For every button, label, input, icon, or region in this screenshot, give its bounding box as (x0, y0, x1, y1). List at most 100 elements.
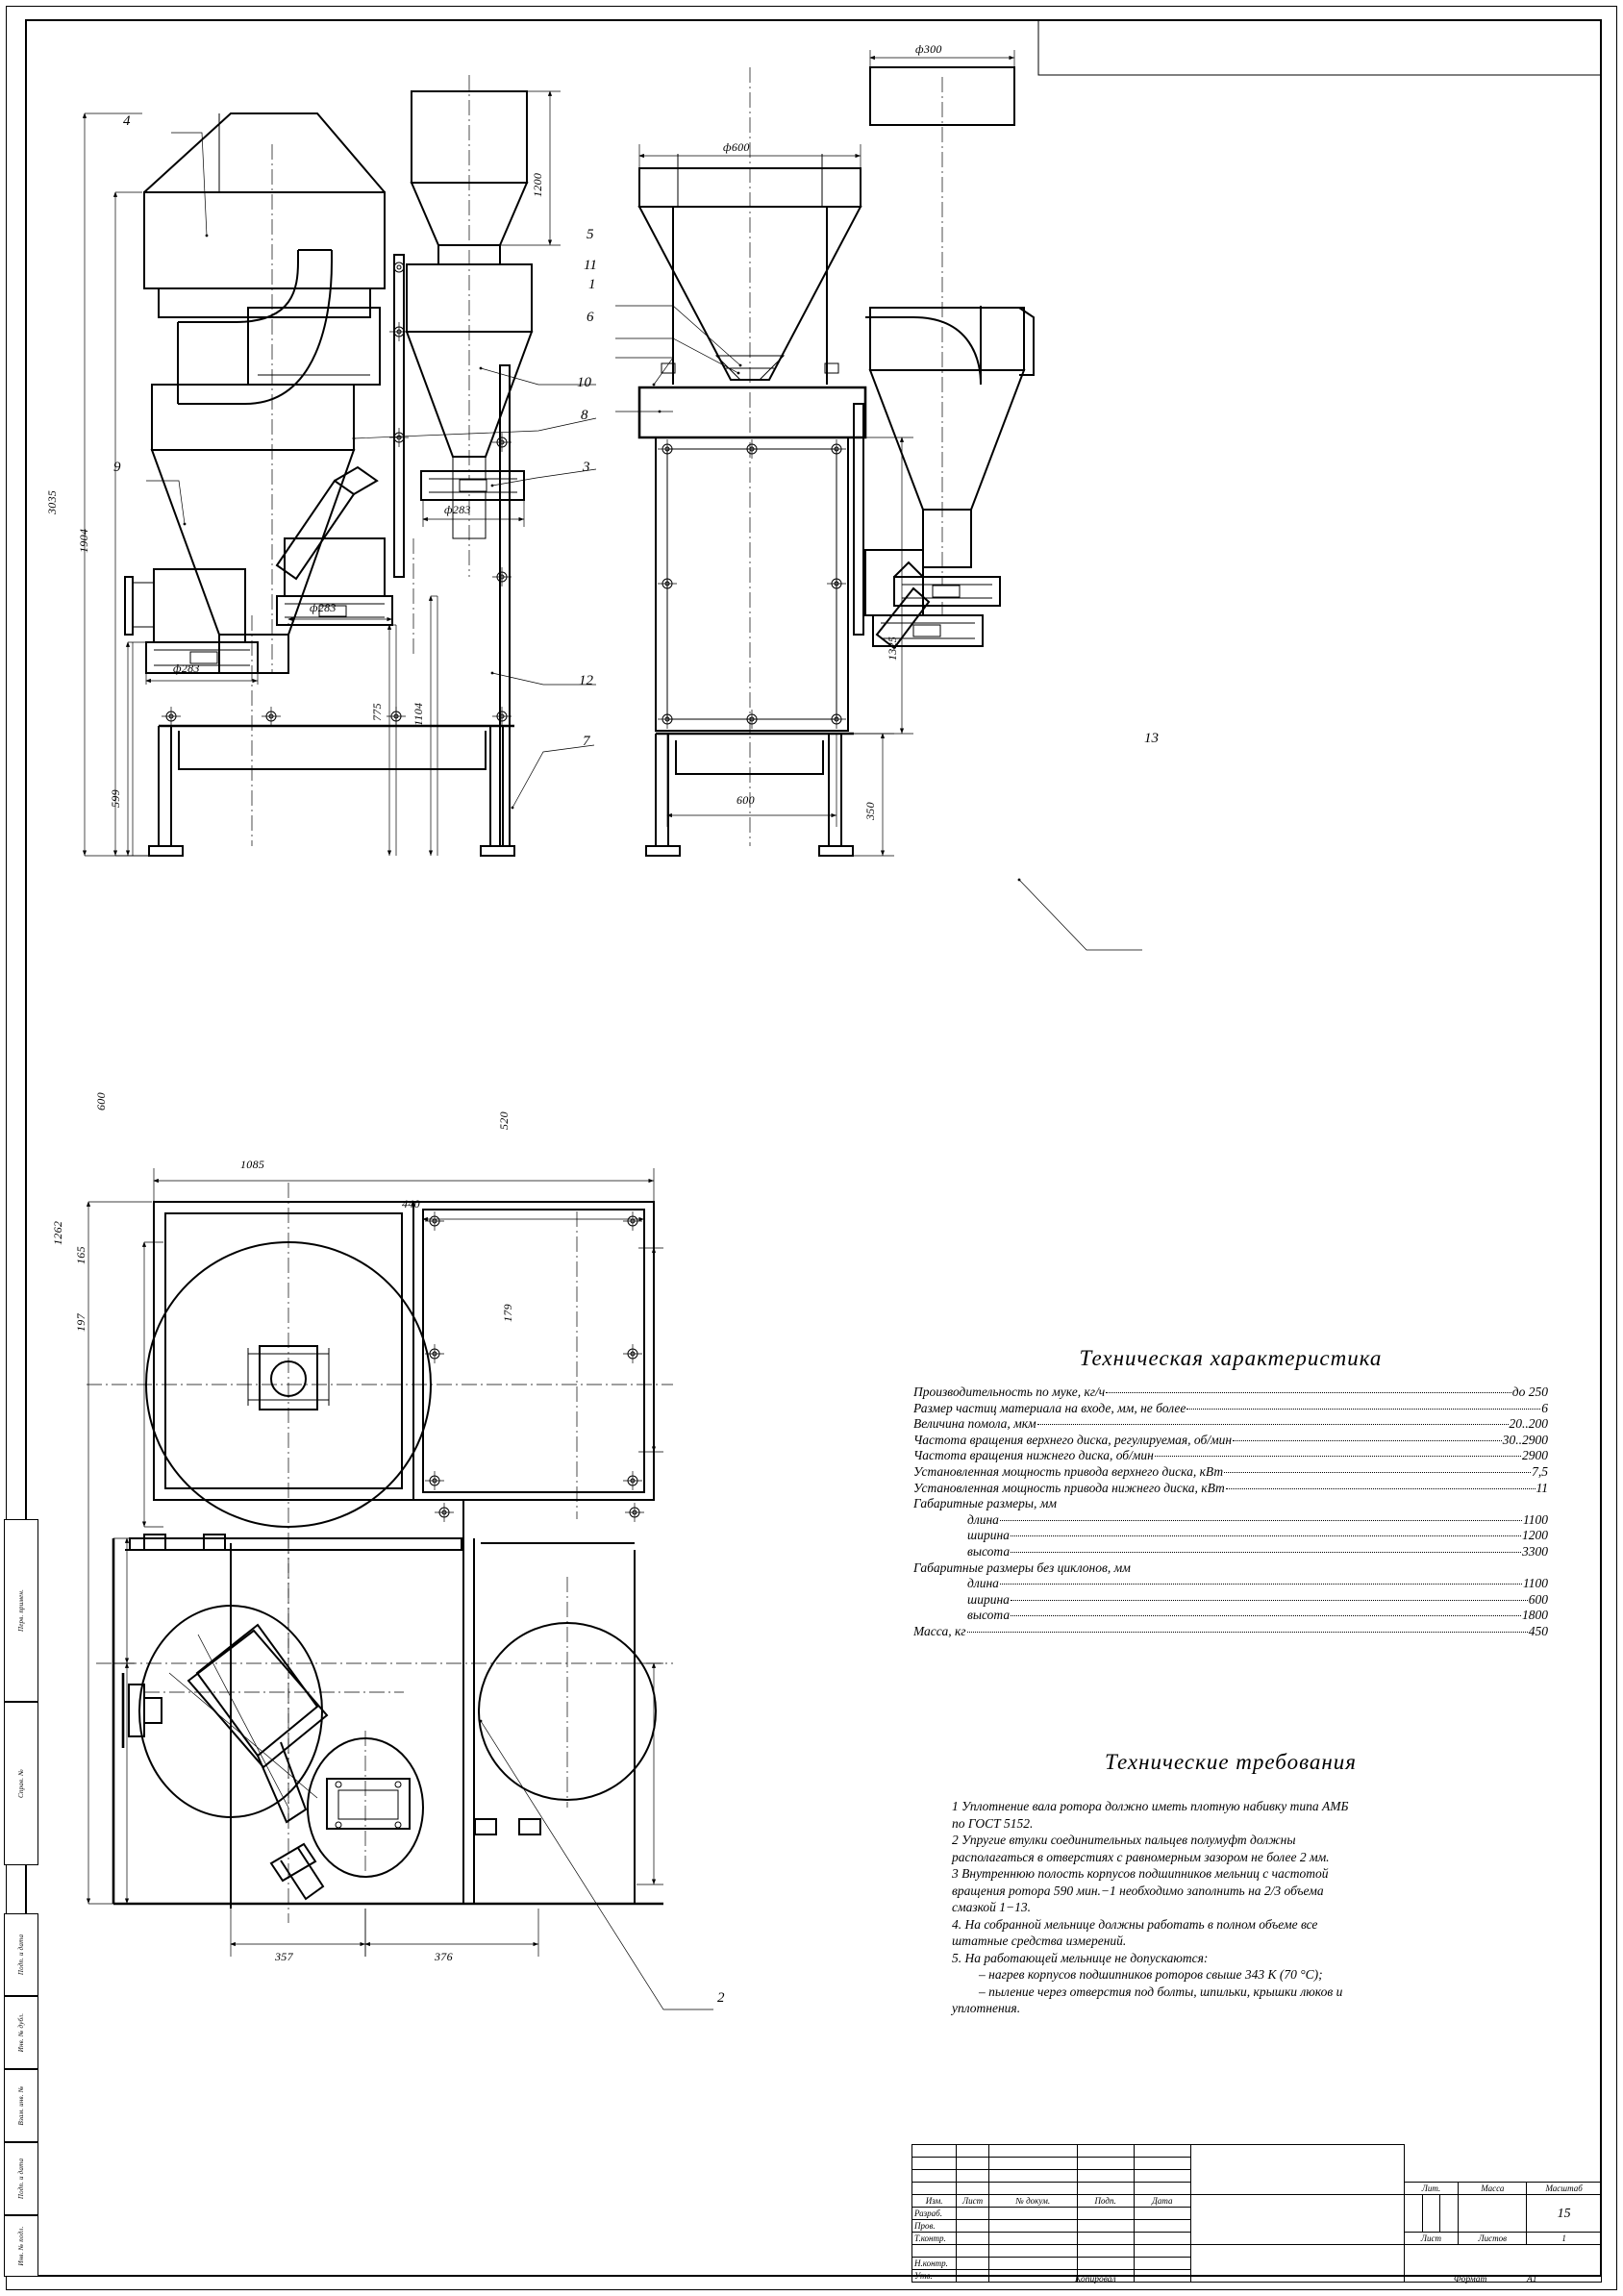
spec-label: высота (967, 1543, 1011, 1559)
spec-value: 2900 (1522, 1448, 1548, 1463)
spec-label: Масса, кг (913, 1623, 966, 1638)
tb-role-utv: Утв. (911, 2269, 958, 2283)
callout-front-4: 4 (123, 113, 131, 129)
side-box-perv-primen: Перв. примен. (4, 1519, 38, 1702)
spec-row: Масса, кг 450 (913, 1624, 1548, 1640)
front-elevation-view (82, 75, 597, 857)
spec-label: Производительность по муке, кг/ч (913, 1385, 1106, 1399)
tb-role-tkontr: Т.контр. (911, 2232, 958, 2245)
tb-product-name (1189, 2194, 1405, 2245)
side-box-sprav: Справ. № (4, 1702, 38, 1865)
spec-value: 6 (1541, 1400, 1548, 1415)
spec-value: 450 (1528, 1623, 1548, 1638)
spec-row: Установленная мощность привода верхнего … (913, 1464, 1548, 1481)
spec-dot-leader (966, 1623, 1528, 1633)
callout-side-13: 13 (1144, 731, 1159, 746)
requirement-line: 4. На собранной мельнице должны работать… (952, 1916, 1318, 1932)
tb-header-lit: Лит. (1403, 2182, 1460, 2195)
spec-value: 7,5 (1532, 1463, 1548, 1479)
tech-requirements-list: 1 Уплотнение вала ротора должно иметь пл… (913, 1788, 1548, 2017)
spec-dot-leader (999, 1575, 1522, 1585)
tb-company (1189, 2244, 1405, 2283)
dim-plan-520: 520 (497, 1111, 511, 1130)
tb-header-izm: Изм. (911, 2194, 958, 2208)
spec-value: 20..200 (1509, 1416, 1549, 1432)
spec-row: Габаритные размеры, мм (913, 1496, 1548, 1512)
spec-dot-leader (1106, 1384, 1511, 1393)
spec-label: длина (967, 1576, 999, 1591)
dim-plan-357: 357 (275, 1950, 293, 1963)
spec-label: ширина (967, 1528, 1010, 1543)
spec-label: Габаритные размеры без циклонов, мм (913, 1560, 1131, 1575)
tb-role-razrab: Разраб. (911, 2207, 958, 2220)
tb-extra (1403, 2244, 1603, 2283)
spec-dot-leader (999, 1511, 1522, 1521)
requirement-line: 2 Упругие втулки соединительных пальцев … (952, 1833, 1296, 1847)
spec-dot-leader (1225, 1480, 1536, 1489)
spec-dot-leader (1036, 1415, 1509, 1426)
callout-plan-2: 2 (717, 1990, 725, 2006)
tb-header-podp: Подп. (1076, 2194, 1135, 2208)
spec-row: Габаритные размеры без циклонов, мм (913, 1560, 1548, 1577)
requirement-line: – пыление через отверстия под болты, шпи… (979, 1984, 1343, 1999)
tb-role-nkontr: Н.контр. (911, 2257, 958, 2270)
spec-label: Частота вращения верхнего диска, регулир… (913, 1432, 1233, 1447)
sheet-inner-border (25, 19, 1602, 2277)
dim-side-350: 350 (863, 802, 877, 820)
spec-value: 600 (1528, 1591, 1548, 1607)
spec-value: 1100 (1523, 1511, 1548, 1527)
requirement-line: 1 Уплотнение вала ротора должно иметь пл… (952, 1799, 1349, 1813)
requirement-line: уплотнения. (952, 2001, 1021, 2015)
spec-dot-leader (1010, 1527, 1521, 1537)
footer-format-value: A1 (1527, 2275, 1537, 2284)
dim-front-1200: 1200 (531, 172, 544, 197)
callout-side-6: 6 (587, 310, 594, 325)
spec-label: Размер частиц материала на входе, мм, не… (913, 1400, 1186, 1415)
tb-sheet-label: Лист (1403, 2232, 1460, 2245)
dim-plan-440: 440 (402, 1197, 420, 1210)
tb-role-prov: Пров. (911, 2219, 958, 2233)
dim-plan-197: 197 (74, 1313, 87, 1332)
tb-header-list: Лист (956, 2194, 989, 2208)
tech-requirements-block: Технические требования 1 Уплотнение вала… (913, 1750, 1548, 2017)
footer-copied-label: Копировал (1075, 2275, 1116, 2284)
side-box-inv-podl: Инв. № подл. (4, 2215, 38, 2277)
spec-row: ширина 1200 (913, 1528, 1548, 1544)
spec-value: 30..2900 (1502, 1432, 1548, 1447)
callout-side-11: 11 (584, 258, 597, 273)
requirement-line: вращения ротора 590 мин.−1 необходимо за… (952, 1883, 1324, 1898)
tb-lit-cells (1403, 2194, 1460, 2233)
spec-dot-leader (1058, 1496, 1547, 1505)
tb-header-masshtab: Масштаб (1526, 2182, 1602, 2195)
dim-front-1904: 1904 (77, 528, 90, 553)
side-elevation-view (615, 50, 1142, 951)
requirement-line: 3 Внутреннюю полость корпусов подшипнико… (952, 1866, 1329, 1881)
dim-plan-165: 165 (74, 1246, 87, 1264)
requirement-line: по ГОСТ 5152. (952, 1815, 1034, 1831)
tb-header-data: Дата (1133, 2194, 1191, 2208)
tb-sheets-value: 1 (1526, 2232, 1602, 2245)
sheet-outer-border (6, 6, 1617, 2290)
spec-row: Частота вращения нижнего диска, об/мин 29… (913, 1448, 1548, 1464)
callout-front-8: 8 (581, 408, 588, 423)
spec-label: Частота вращения нижнего диска, об/мин (913, 1448, 1154, 1463)
spec-dot-leader (1010, 1591, 1528, 1601)
side-box-podp-data-2: Подп. и дата (4, 2142, 38, 2215)
spec-dot-leader (1154, 1447, 1521, 1458)
callout-side-5: 5 (587, 227, 594, 242)
requirement-line: – нагрев корпусов подшипников роторов св… (979, 1967, 1323, 1982)
dim-front-d283-low: ф283 (173, 661, 200, 675)
spec-label: Установленная мощность привода нижнего д… (913, 1480, 1225, 1495)
spec-dot-leader (1011, 1543, 1521, 1553)
dim-plan-1262: 1262 (51, 1220, 64, 1245)
dim-front-775: 775 (370, 703, 384, 721)
spec-value: 1800 (1522, 1608, 1548, 1623)
spec-value: 1200 (1522, 1528, 1548, 1543)
dim-front-3035: 3035 (45, 489, 59, 514)
tb-massa-value (1458, 2194, 1528, 2233)
tb-header-docno: № докум. (987, 2194, 1078, 2208)
